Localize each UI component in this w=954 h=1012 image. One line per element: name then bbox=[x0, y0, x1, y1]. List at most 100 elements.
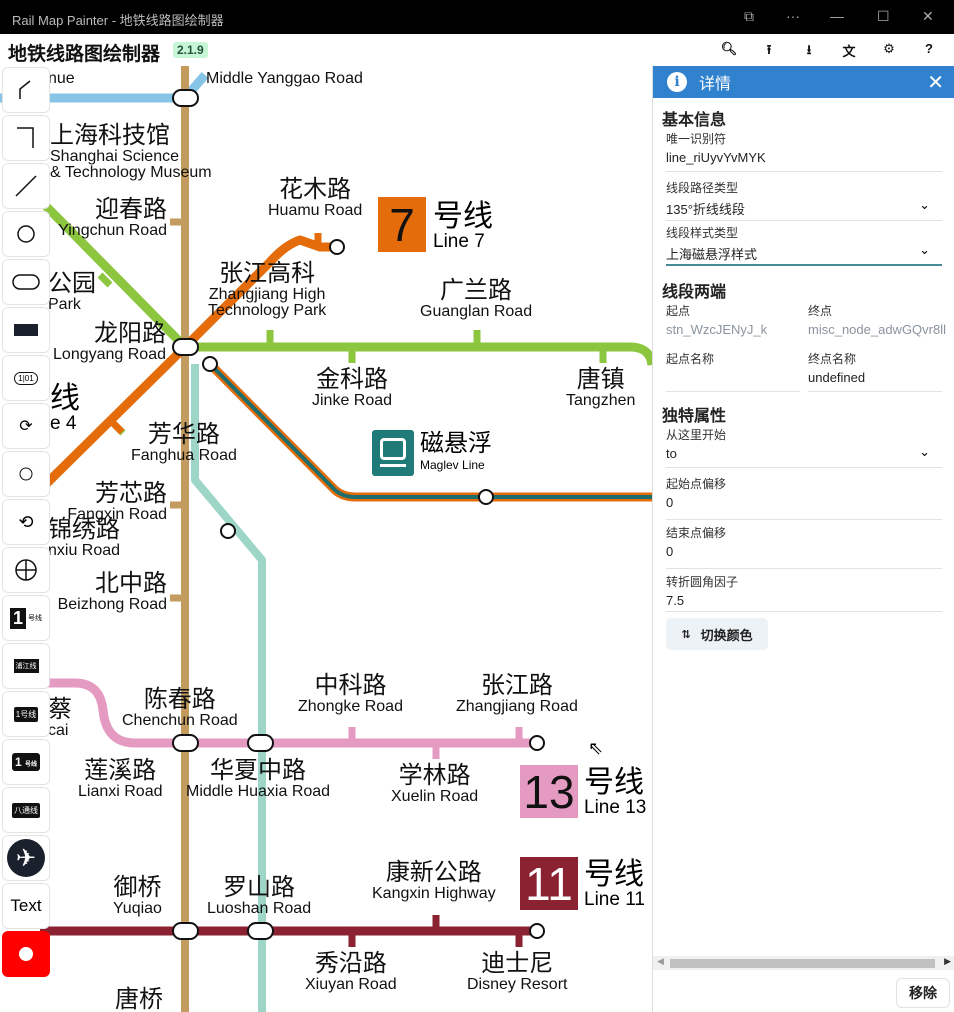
help-icon[interactable]: ? bbox=[925, 41, 933, 56]
app-icon[interactable]: ⧉ bbox=[744, 8, 754, 24]
station-interchange bbox=[172, 338, 199, 356]
station-label[interactable]: Middle Yanggao Road bbox=[206, 70, 363, 87]
upload-icon[interactable]: ⭱ bbox=[766, 42, 772, 57]
maximize-button[interactable]: ☐ bbox=[877, 8, 890, 24]
settings-icon[interactable]: ⚙ bbox=[883, 41, 895, 56]
scroll-left-icon[interactable]: ◀ bbox=[657, 956, 664, 966]
batong-badge-tool[interactable]: 八通线 bbox=[2, 787, 50, 833]
loop-station-tool[interactable]: ⟲ bbox=[2, 499, 50, 545]
crosshair-station-tool[interactable] bbox=[2, 547, 50, 593]
gzmtr-interchange-tool[interactable]: ⟳ bbox=[2, 403, 50, 449]
remove-button[interactable]: 移除 bbox=[896, 978, 950, 1008]
batong-badge-icon: 八通线 bbox=[12, 802, 40, 818]
download-icon[interactable]: ⭳ bbox=[806, 42, 812, 57]
line-7-badge-number[interactable]: 7 bbox=[378, 197, 426, 252]
info-icon: i bbox=[667, 72, 687, 92]
text-tool[interactable]: Text bbox=[2, 883, 50, 929]
field-label: 转折圆角因子 bbox=[666, 575, 739, 589]
circle-station-tool[interactable] bbox=[2, 211, 50, 257]
search-icon[interactable]: 🔍︎ bbox=[720, 41, 738, 56]
line1-badge-tool[interactable]: 1号线 bbox=[2, 691, 50, 737]
field-label: 从这里开始 bbox=[666, 428, 727, 442]
pujiang-badge-icon: 浦江线 bbox=[13, 659, 39, 673]
line1-rounded-badge-tool[interactable]: 1 号线 bbox=[2, 739, 50, 785]
rect-station-tool[interactable] bbox=[2, 307, 50, 353]
app-title: 地铁线路图绘制器 bbox=[8, 44, 161, 65]
style-type-select[interactable]: 线段样式类型上海磁悬浮样式⌄ bbox=[666, 220, 942, 266]
corner-line-tool[interactable] bbox=[2, 115, 50, 161]
bend-line-tool[interactable] bbox=[2, 67, 50, 113]
station-label[interactable]: nue bbox=[48, 70, 75, 87]
more-icon[interactable]: ··· bbox=[786, 8, 800, 24]
minimize-button[interactable]: — bbox=[830, 8, 844, 24]
airport-tool[interactable]: ✈ bbox=[2, 835, 50, 881]
station-label[interactable]: 唐桥 bbox=[115, 986, 163, 1012]
line-teal bbox=[191, 364, 266, 1012]
maglev-icon[interactable] bbox=[372, 430, 414, 476]
close-window-button[interactable]: ✕ bbox=[922, 8, 934, 24]
small-circle-station-tool[interactable] bbox=[2, 451, 50, 497]
translate-icon[interactable]: 文 bbox=[842, 44, 856, 59]
airplane-icon: ✈ bbox=[7, 839, 45, 877]
close-panel-button[interactable]: ✕ bbox=[927, 71, 944, 94]
line-1-badge-icon: 1 bbox=[9, 607, 26, 629]
scrollbar-thumb[interactable] bbox=[670, 959, 935, 968]
field-value: misc_node_adwGQvr8ll bbox=[808, 322, 947, 337]
station-interchange bbox=[247, 734, 274, 752]
line-13-badge-number[interactable]: 13 bbox=[520, 765, 578, 818]
pill-station-tool[interactable] bbox=[2, 259, 50, 305]
line-11-badge-number[interactable]: 11 bbox=[520, 857, 578, 910]
scroll-right-icon[interactable]: ▶ bbox=[944, 956, 951, 966]
station-terminal bbox=[529, 923, 545, 939]
straight-line-tool[interactable] bbox=[2, 163, 50, 209]
gzmtr-station-tool[interactable]: 1|01 bbox=[2, 355, 50, 401]
swap-color-label: 切换颜色 bbox=[700, 627, 753, 643]
swap-color-button[interactable]: ⇅切换颜色 bbox=[666, 618, 768, 650]
record-tool[interactable] bbox=[2, 931, 50, 977]
horizontal-scrollbar[interactable]: ◀▶ bbox=[653, 956, 954, 970]
pujiang-badge-tool[interactable]: 浦江线 bbox=[2, 643, 50, 689]
field-value: undefined bbox=[808, 370, 866, 385]
station-terminal bbox=[478, 489, 494, 505]
section-attributes: 独特属性 bbox=[662, 408, 727, 425]
